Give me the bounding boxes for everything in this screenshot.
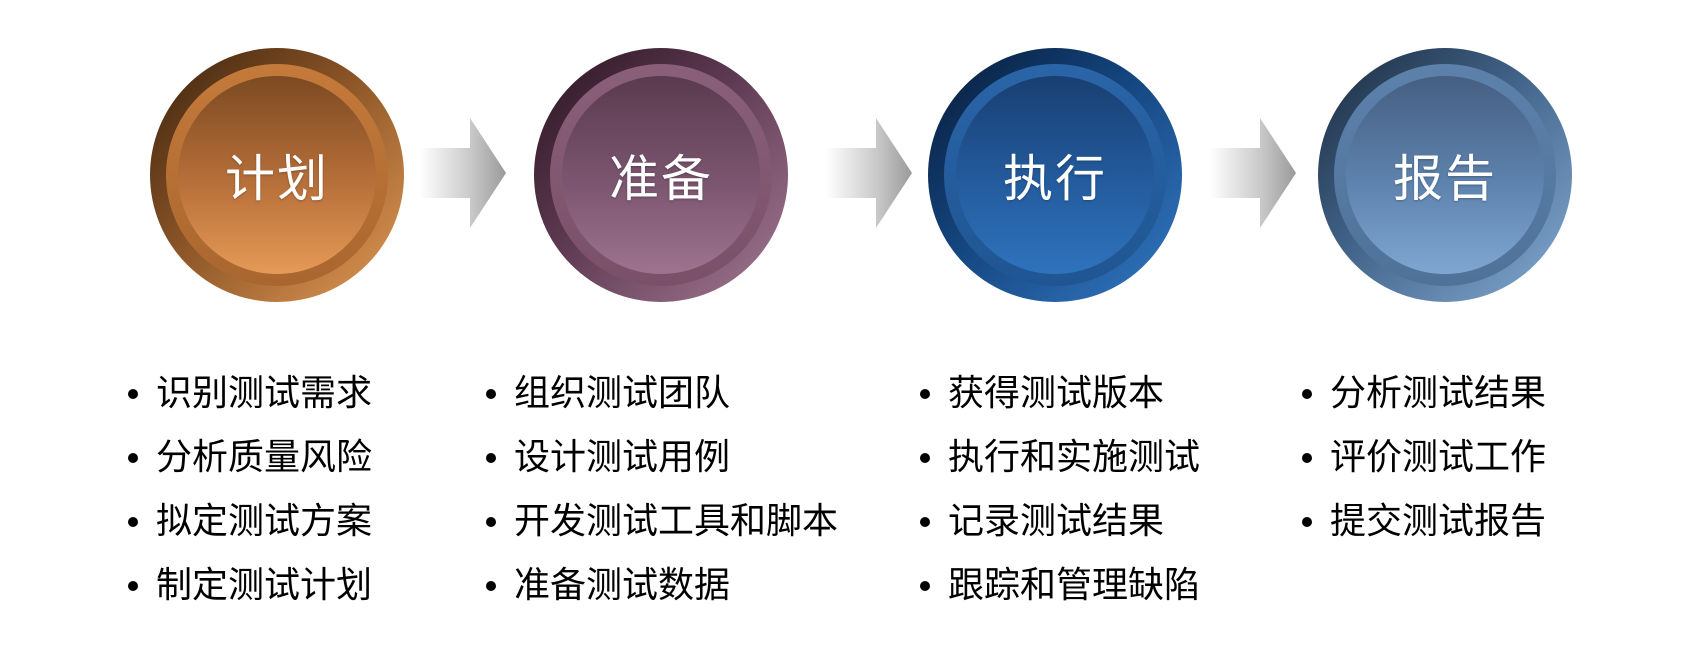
execute-task-list: 获得测试版本 执行和实施测试 记录测试结果 跟踪和管理缺陷 [920, 362, 1200, 618]
bullet-icon [486, 581, 496, 591]
list-item-text: 准备测试数据 [514, 565, 731, 606]
bullet-icon [486, 453, 496, 463]
arrow-right-icon [826, 118, 912, 228]
stage-report-core [1346, 76, 1544, 274]
list-item: 执行和实施测试 [920, 426, 1200, 490]
stage-plan-circle: 计划 [150, 48, 404, 302]
list-item-text: 记录测试结果 [948, 501, 1165, 542]
list-item: 识别测试需求 [128, 362, 372, 426]
stage-plan-core [178, 76, 376, 274]
list-item-text: 执行和实施测试 [948, 437, 1201, 478]
list-item: 提交测试报告 [1302, 490, 1546, 554]
list-item-text: 分析质量风险 [156, 437, 373, 478]
list-item: 记录测试结果 [920, 490, 1200, 554]
list-item: 评价测试工作 [1302, 426, 1546, 490]
bullet-icon [1302, 453, 1312, 463]
stage-prepare-core [562, 76, 760, 274]
stage-prepare-inner: 准备 [550, 64, 772, 286]
list-item-text: 开发测试工具和脚本 [514, 501, 839, 542]
list-item-text: 设计测试用例 [514, 437, 731, 478]
list-item-text: 提交测试报告 [1330, 501, 1547, 542]
stage-execute-label: 执行 [1003, 150, 1107, 208]
arrow-right-icon [1210, 118, 1296, 228]
list-item-text: 获得测试版本 [948, 373, 1165, 414]
stage-report-inner: 报告 [1334, 64, 1556, 286]
bullet-icon [920, 389, 930, 399]
list-item-text: 制定测试计划 [156, 565, 373, 606]
list-item-text: 分析测试结果 [1330, 373, 1547, 414]
bullet-icon [1302, 517, 1312, 527]
stage-plan-label: 计划 [225, 150, 329, 208]
plan-task-list: 识别测试需求 分析质量风险 拟定测试方案 制定测试计划 [128, 362, 372, 618]
bullet-icon [486, 517, 496, 527]
stage-execute-inner: 执行 [944, 64, 1166, 286]
list-item-text: 拟定测试方案 [156, 501, 373, 542]
list-item: 跟踪和管理缺陷 [920, 554, 1200, 618]
prepare-task-list: 组织测试团队 设计测试用例 开发测试工具和脚本 准备测试数据 [486, 362, 838, 618]
list-item: 拟定测试方案 [128, 490, 372, 554]
list-item: 组织测试团队 [486, 362, 838, 426]
list-item: 分析质量风险 [128, 426, 372, 490]
list-item: 开发测试工具和脚本 [486, 490, 838, 554]
bullet-icon [128, 389, 138, 399]
list-item: 获得测试版本 [920, 362, 1200, 426]
stage-report-label: 报告 [1393, 150, 1497, 208]
stage-plan-inner: 计划 [166, 64, 388, 286]
list-item: 制定测试计划 [128, 554, 372, 618]
stage-prepare-label: 准备 [609, 150, 713, 208]
list-item-text: 识别测试需求 [156, 373, 373, 414]
bullet-icon [486, 389, 496, 399]
bullet-icon [920, 581, 930, 591]
bullet-icon [920, 517, 930, 527]
list-item-text: 跟踪和管理缺陷 [948, 565, 1201, 606]
list-item-text: 评价测试工作 [1330, 437, 1547, 478]
bullet-icon [128, 517, 138, 527]
bullet-icon [920, 453, 930, 463]
stage-execute-circle: 执行 [928, 48, 1182, 302]
stage-report-circle: 报告 [1318, 48, 1572, 302]
report-task-list: 分析测试结果 评价测试工作 提交测试报告 [1302, 362, 1546, 554]
bullet-icon [1302, 389, 1312, 399]
bullet-icon [128, 453, 138, 463]
stage-prepare-circle: 准备 [534, 48, 788, 302]
list-item: 设计测试用例 [486, 426, 838, 490]
list-item: 分析测试结果 [1302, 362, 1546, 426]
list-item: 准备测试数据 [486, 554, 838, 618]
bullet-icon [128, 581, 138, 591]
arrow-right-icon [420, 118, 506, 228]
list-item-text: 组织测试团队 [514, 373, 731, 414]
stage-execute-core [956, 76, 1154, 274]
